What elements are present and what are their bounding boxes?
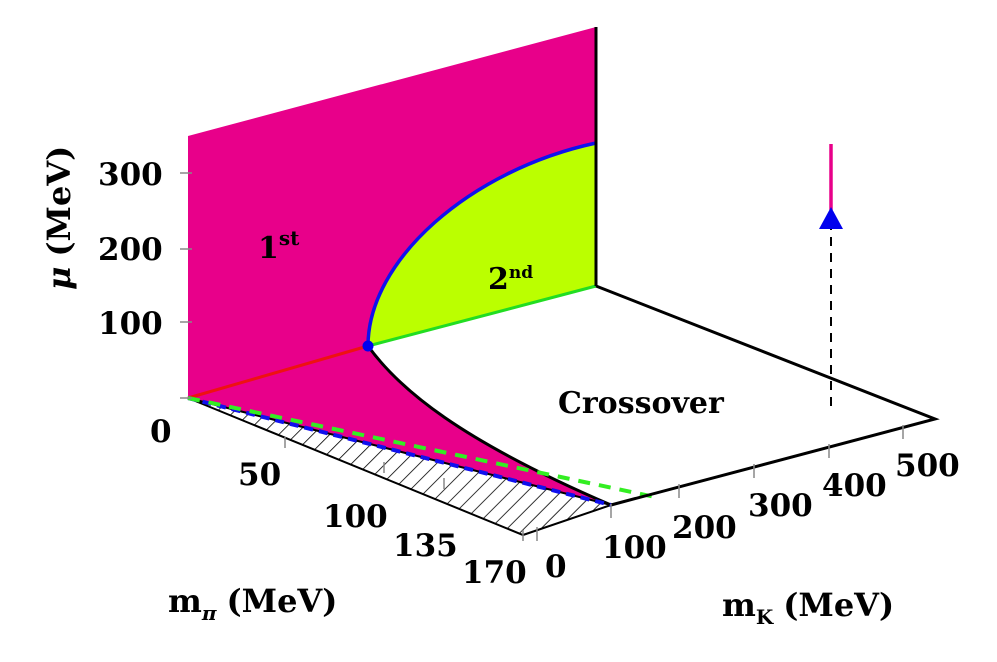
second-order-region — [368, 143, 596, 346]
mpi-tick-170: 170 — [462, 555, 527, 591]
tricritical-line — [366, 141, 597, 347]
tricritical-point — [362, 340, 374, 352]
green-boundary-line — [367, 284, 597, 348]
crossover-label: Crossover — [558, 386, 725, 421]
triangle-marker-icon — [819, 207, 843, 229]
floor-outline — [595, 284, 940, 507]
mu-axis-label: μ(MeV) — [40, 146, 78, 290]
origin-tick-0: 0 — [150, 414, 172, 450]
mpi-axis-label: mπ(MeV) — [168, 582, 337, 625]
mu-axis-ticks — [180, 172, 192, 399]
green-dashed-line — [187, 396, 656, 499]
red-boundary-line — [187, 344, 369, 400]
mk-tick-0: 0 — [545, 549, 567, 585]
mpi-axis-ticks — [284, 437, 524, 541]
mk-tick-500: 500 — [895, 448, 960, 484]
mu-tick-300: 300 — [98, 157, 163, 193]
mpi-tick-135: 135 — [393, 528, 458, 564]
first-order-label: 1st — [258, 226, 300, 266]
mpi-tick-50: 50 — [238, 457, 281, 493]
mk-tick-300: 300 — [748, 488, 813, 524]
first-order-wall-region — [188, 27, 596, 398]
mk-tick-400: 400 — [822, 468, 887, 504]
critical-line — [366, 345, 612, 507]
mk-axis-ticks — [536, 425, 904, 541]
second-order-label: 2nd — [488, 262, 533, 297]
blue-dashed-line — [187, 396, 612, 507]
mk-tick-200: 200 — [672, 510, 737, 546]
mu-tick-100: 100 — [98, 306, 163, 342]
mk-tick-100: 100 — [602, 530, 667, 566]
mpi-tick-100: 100 — [323, 499, 388, 535]
mk-axis-label: mK(MeV) — [722, 586, 894, 629]
mu-tick-200: 200 — [98, 232, 163, 268]
